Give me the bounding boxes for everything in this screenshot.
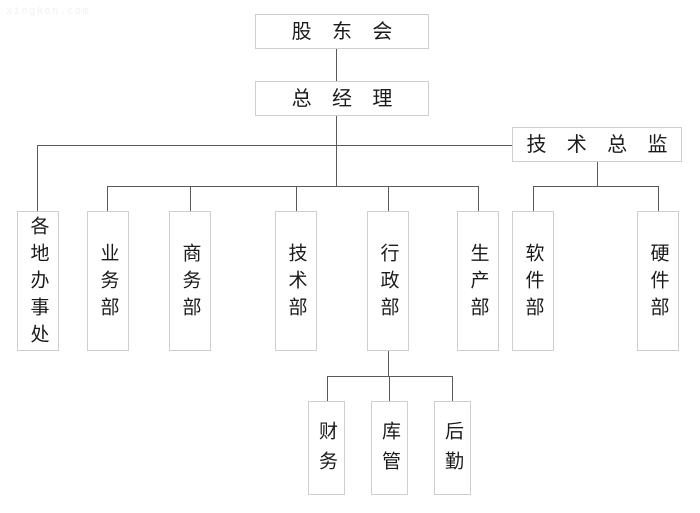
connector-general-manager-stem [336, 115, 337, 187]
node-production-dept-label: 生产部 [467, 242, 490, 324]
connector-drop-hardware-dept [658, 186, 659, 211]
node-shareholders[interactable]: 股 东 会 [255, 14, 429, 49]
connector-drop-logistics [452, 376, 453, 401]
node-production-dept[interactable]: 生产部 [457, 211, 499, 351]
node-business-dept-label: 业务部 [97, 242, 120, 324]
node-regional-offices-label: 各地办事处 [27, 215, 50, 351]
node-hardware-dept-label: 硬件部 [647, 242, 670, 324]
node-logistics-label: 后勤 [442, 421, 465, 481]
connector-technical-director-bus [533, 186, 659, 187]
node-technology-dept-label: 技术部 [285, 242, 308, 324]
node-regional-offices[interactable]: 各地办事处 [17, 211, 59, 351]
node-commerce-dept[interactable]: 商务部 [169, 211, 211, 351]
connector-drop-technology-dept [296, 186, 297, 211]
node-technology-dept[interactable]: 技术部 [275, 211, 317, 351]
connector-drop-finance [327, 376, 328, 401]
node-general-manager[interactable]: 总 经 理 [255, 81, 429, 116]
node-shareholders-label: 股 东 会 [291, 19, 400, 44]
node-logistics[interactable]: 后勤 [434, 401, 471, 495]
node-hardware-dept[interactable]: 硬件部 [637, 211, 679, 351]
node-business-dept[interactable]: 业务部 [87, 211, 129, 351]
node-software-dept[interactable]: 软件部 [512, 211, 554, 351]
connector-drop-production-dept [478, 186, 479, 211]
connector-drop-regional-offices [37, 145, 38, 211]
node-software-dept-label: 软件部 [522, 242, 545, 324]
connector-drop-business-dept [107, 186, 108, 211]
node-administration-dept-label: 行政部 [377, 242, 400, 324]
connector-technical-director-stem [597, 162, 598, 187]
node-technical-director-label: 技 术 总 监 [526, 132, 675, 157]
node-commerce-dept-label: 商务部 [179, 242, 202, 324]
connector-shareholders-to-general-manager [336, 48, 337, 81]
node-technical-director[interactable]: 技 术 总 监 [512, 127, 682, 162]
connector-drop-warehouse [389, 376, 390, 401]
connector-administration-stem [388, 350, 389, 376]
node-finance[interactable]: 财务 [308, 401, 345, 495]
node-warehouse[interactable]: 库管 [371, 401, 408, 495]
node-general-manager-label: 总 经 理 [291, 86, 400, 111]
node-finance-label: 财务 [316, 421, 339, 481]
node-warehouse-label: 库管 [379, 421, 402, 481]
connector-department-bus [107, 186, 479, 187]
connector-main-bus [37, 145, 513, 146]
connector-drop-software-dept [533, 186, 534, 211]
connector-drop-commerce-dept [190, 186, 191, 211]
node-administration-dept[interactable]: 行政部 [367, 211, 409, 351]
connector-drop-administration-dept [388, 186, 389, 211]
watermark-text: xingkon.com [6, 4, 90, 17]
